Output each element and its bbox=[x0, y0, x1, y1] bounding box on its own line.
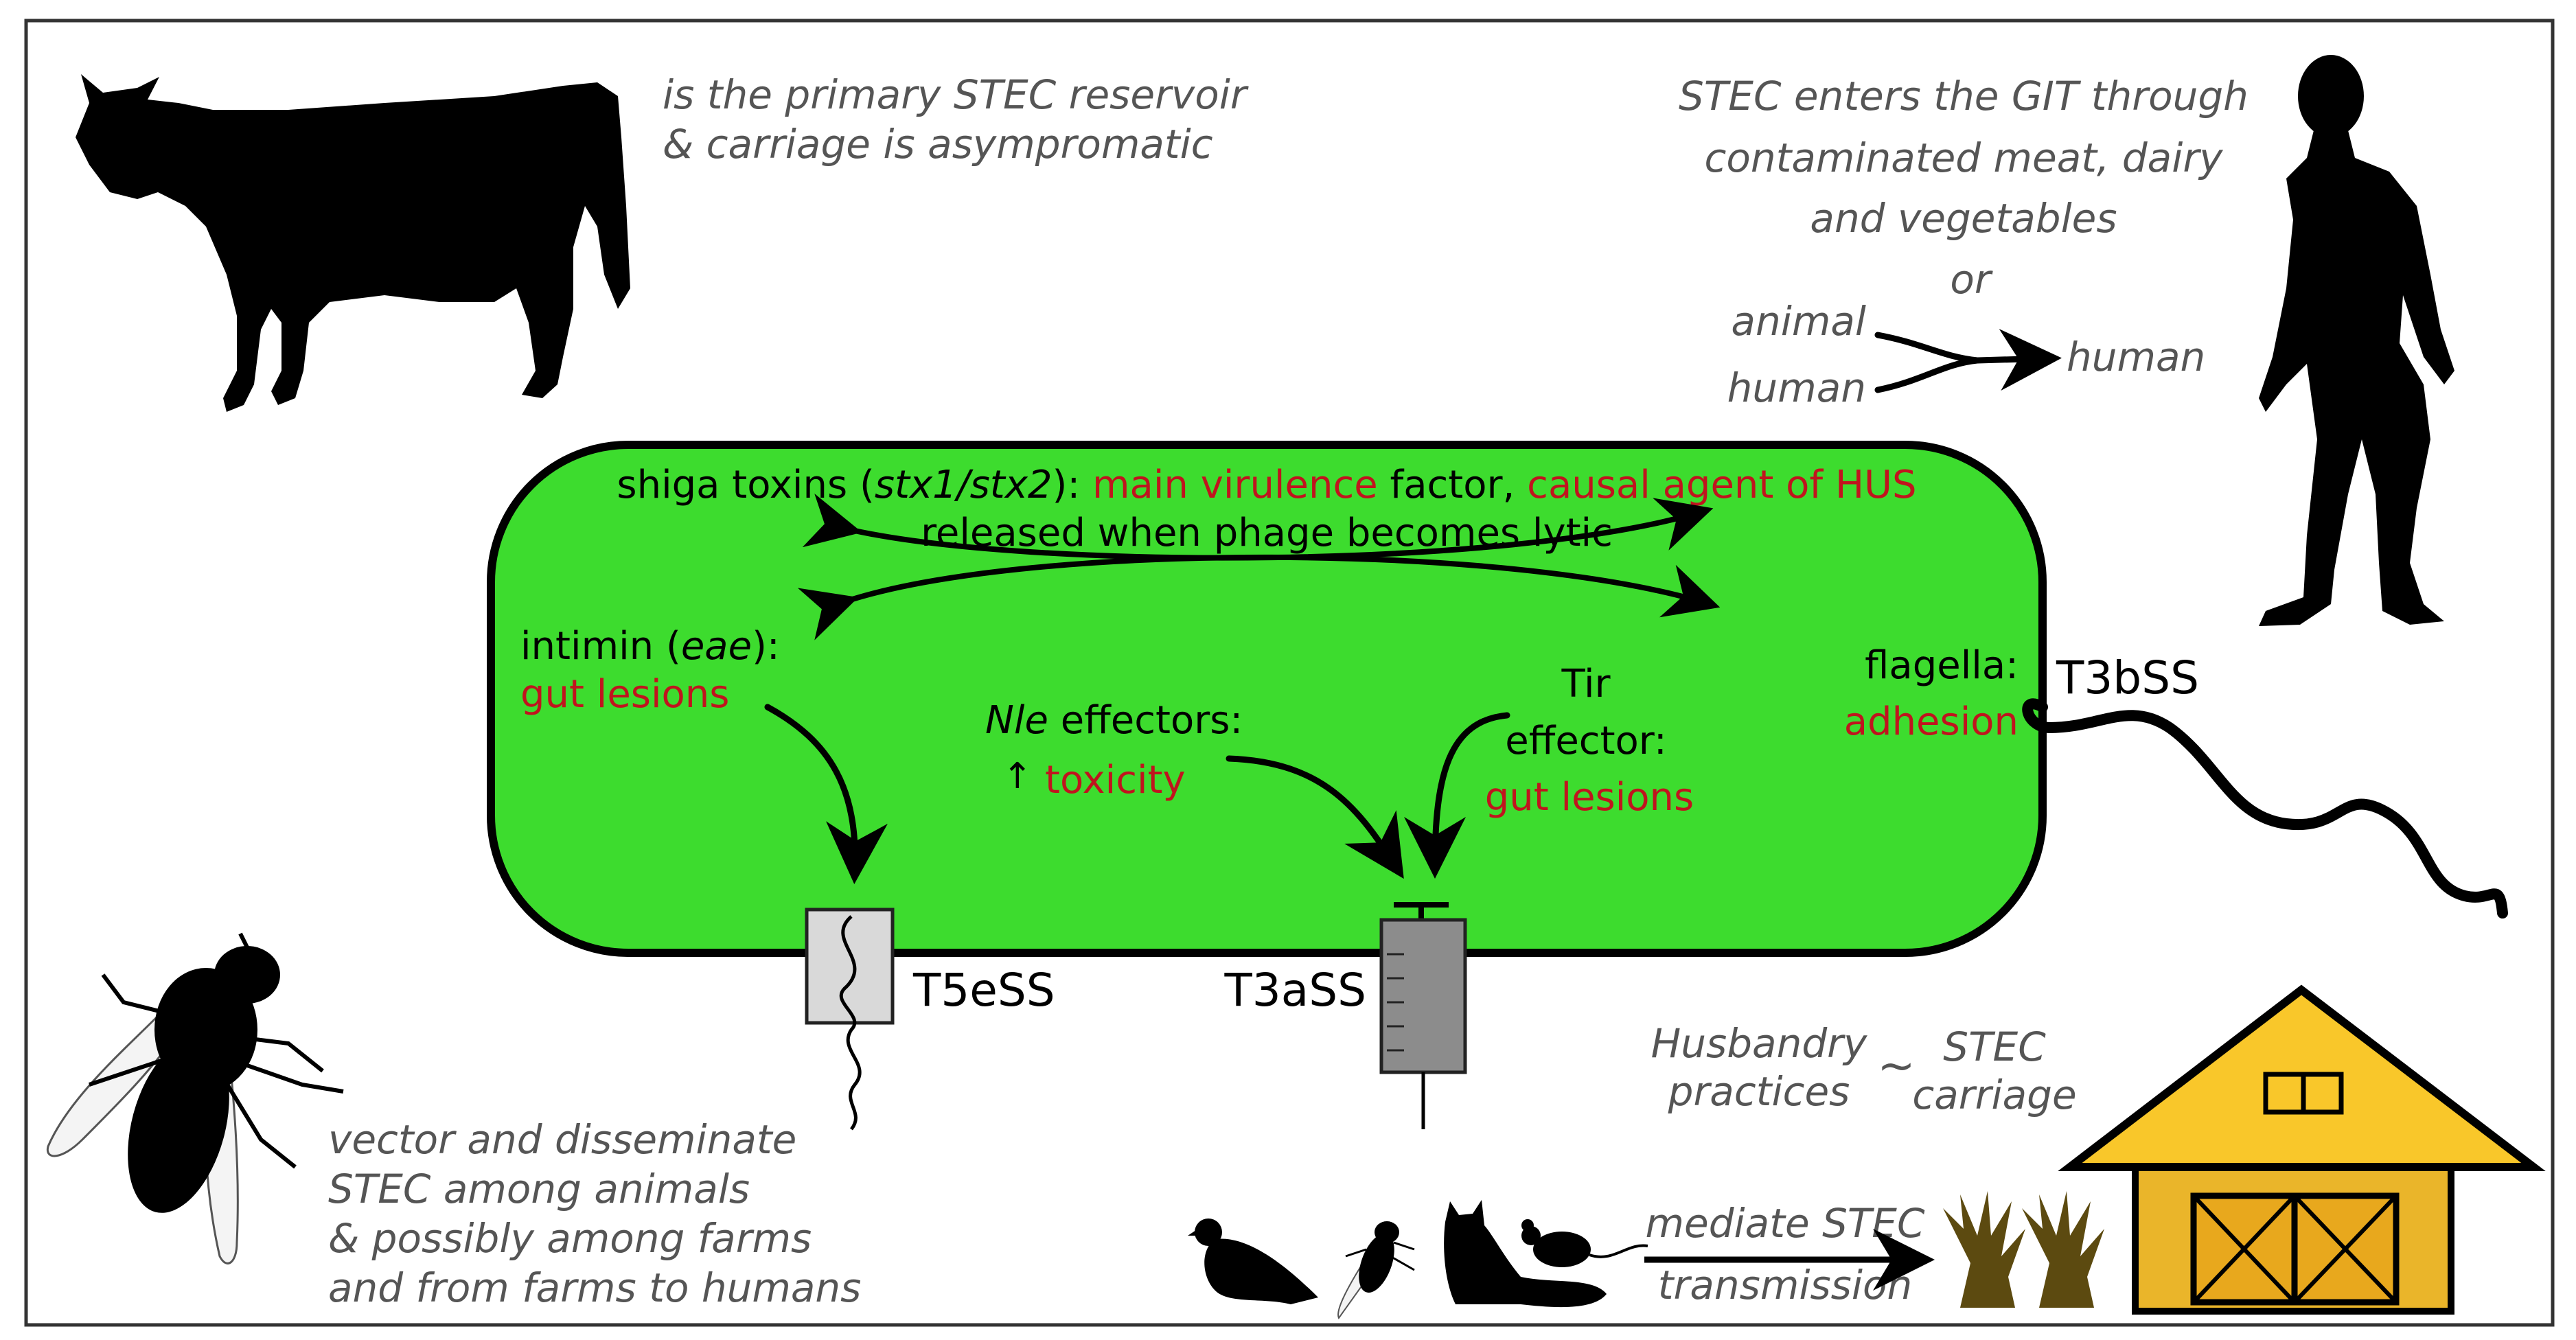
pigeon-icon bbox=[1188, 1218, 1318, 1304]
entry-text-or: or bbox=[1950, 256, 1992, 303]
t5ess-structure bbox=[805, 908, 895, 1131]
t3bss-label: T3bSS bbox=[2056, 651, 2199, 704]
entry-text-line2: contaminated meat, dairy bbox=[1705, 135, 2224, 181]
husbandry-tilde: ~ bbox=[1877, 1039, 1915, 1092]
t3ass-label: T3aSS bbox=[1223, 964, 1366, 1017]
fly-text-line2: STEC among animals bbox=[328, 1166, 750, 1212]
fly-text-line1: vector and disseminate bbox=[328, 1116, 796, 1163]
reservoir-text-line2: & carriage is asympromatic bbox=[663, 121, 1213, 168]
barn-icon bbox=[2058, 984, 2546, 1315]
t3ass-syringe bbox=[1379, 902, 1467, 1129]
fly-text-line4: and from farms to humans bbox=[328, 1264, 861, 1311]
nle-effect: toxicity bbox=[1045, 758, 1186, 802]
flagella-effect: adhesion bbox=[1844, 700, 2019, 744]
small-fly-icon bbox=[1337, 1221, 1415, 1319]
tir-line1: Tir bbox=[1561, 662, 1611, 706]
mediate-text-line1: mediate STEC bbox=[1646, 1200, 1925, 1247]
transmission-arrow bbox=[1874, 329, 2062, 393]
intimin-label: intimin (eae): bbox=[520, 624, 780, 669]
human-icon bbox=[2259, 55, 2454, 626]
intimin-arrow bbox=[764, 704, 888, 884]
carriage-text-line2: carriage bbox=[1912, 1072, 2076, 1118]
carriage-text-line1: STEC bbox=[1943, 1024, 2046, 1070]
entry-text-animal: animal bbox=[1731, 298, 1866, 345]
entry-text-line1: STEC enters the GIT through bbox=[1679, 73, 2249, 119]
cat-icon bbox=[1444, 1200, 1607, 1308]
flagellum bbox=[2022, 698, 2508, 919]
toxins-line2: released when phage becomes lytic bbox=[921, 511, 1613, 555]
tir-line2: effector: bbox=[1505, 719, 1666, 763]
tir-arrow bbox=[1404, 712, 1510, 879]
cow-icon bbox=[76, 74, 630, 412]
husbandry-text-line2: practices bbox=[1668, 1068, 1850, 1115]
entry-text-human-target: human bbox=[2067, 334, 2205, 380]
mediate-text-line2: transmission bbox=[1658, 1262, 1913, 1308]
nle-label: Nle effectors: bbox=[985, 698, 1243, 743]
tir-effect: gut lesions bbox=[1485, 775, 1694, 820]
nle-up-arrow: ↑ bbox=[1002, 756, 1033, 797]
flagella-label: flagella: bbox=[1865, 643, 2019, 688]
entry-text-human-source: human bbox=[1727, 365, 1866, 411]
entry-text-line3: and vegetables bbox=[1810, 195, 2117, 242]
toxin-release-arrows bbox=[797, 494, 1721, 640]
hay-icon bbox=[1943, 1191, 2104, 1308]
nle-arrow bbox=[1226, 755, 1404, 879]
intimin-effect: gut lesions bbox=[520, 672, 729, 717]
husbandry-text-line1: Husbandry bbox=[1651, 1020, 1867, 1067]
reservoir-text-line1: is the primary STEC reservoir bbox=[663, 71, 1249, 118]
fly-icon bbox=[46, 932, 344, 1264]
toxins-line1: shiga toxins (stx1/stx2): main virulence… bbox=[617, 463, 1916, 507]
mouse-icon bbox=[1521, 1219, 1648, 1267]
fly-text-line3: & possibly among farms bbox=[328, 1215, 812, 1262]
t5ess-label: T5eSS bbox=[912, 964, 1055, 1017]
